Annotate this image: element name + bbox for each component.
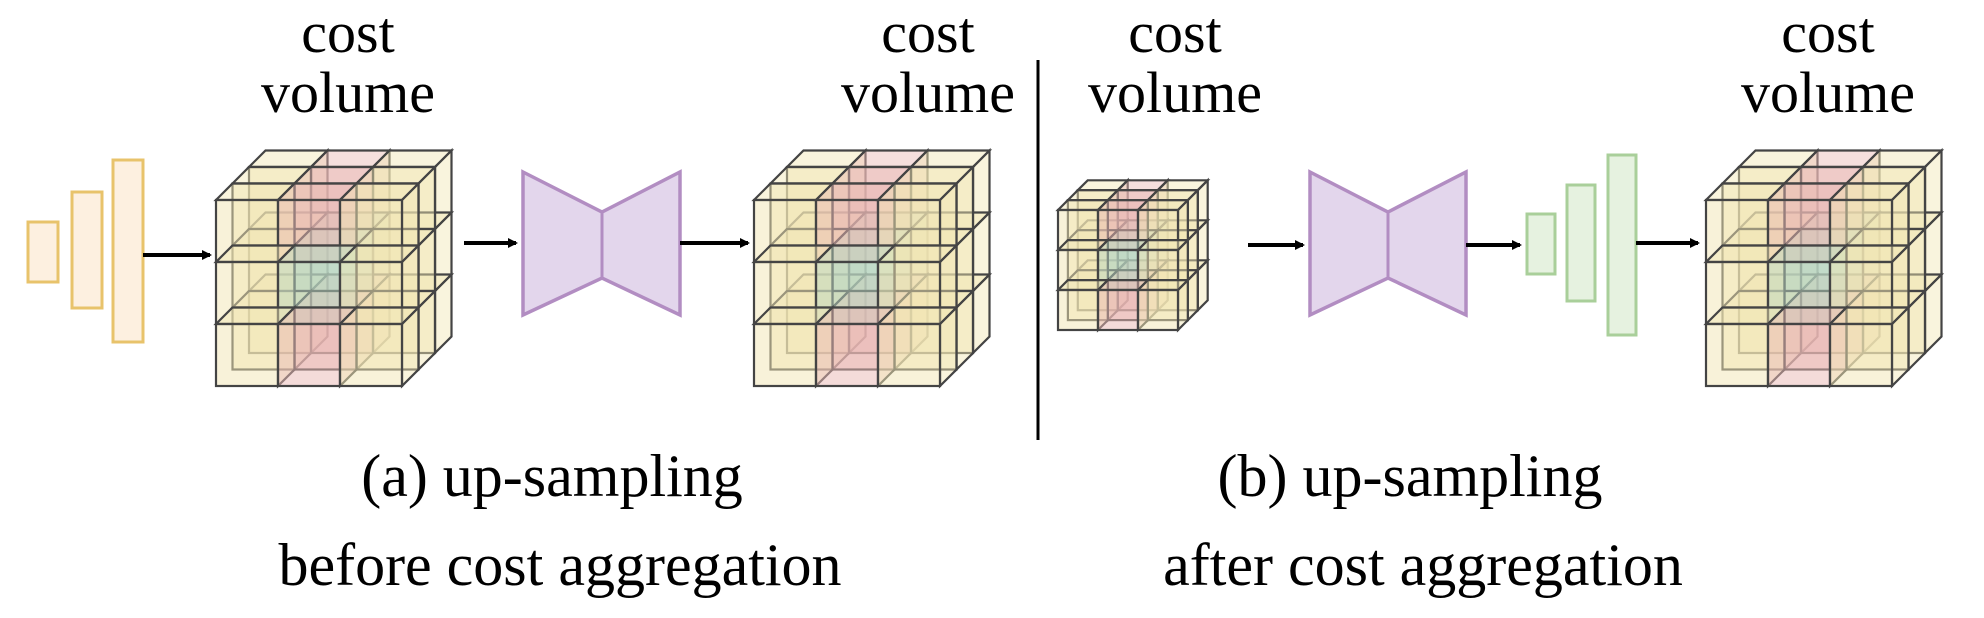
cost-volume-b-out-cell: [1765, 304, 1850, 389]
cost-volume-a-in-label-2: volume: [261, 60, 435, 125]
cost-volume-b-in: [1055, 177, 1211, 333]
cost-volume-b-out-cell: [1827, 304, 1912, 389]
cost-volume-b-in-label-2: volume: [1088, 60, 1262, 125]
cost-volume-b-in-label-1: cost: [1128, 0, 1221, 65]
cost-volume-b-out: [1703, 147, 1945, 389]
cost-volume-a-in-cell: [337, 180, 422, 265]
cost-volume-b-out-label-2: volume: [1741, 60, 1915, 125]
cost-volume-a-out: [751, 147, 993, 389]
cost-volume-a-in: [213, 147, 455, 389]
cost-volume-b-out-cell: [1827, 180, 1912, 265]
cost-volume-b-in-cell: [1135, 237, 1191, 293]
cost-volume-b-in-cell: [1135, 277, 1191, 333]
cost-volume-a-out-label-1: cost: [881, 0, 974, 65]
cost-volume-a-out-label-2: volume: [841, 60, 1015, 125]
cost-volume-b-out-label-1: cost: [1781, 0, 1874, 65]
panel-a: cost volume cost volume (a) up-sampling …: [26, 0, 1015, 598]
caption-b-line-1: (b) up-sampling: [1218, 443, 1603, 509]
caption-a-line-2: before cost aggregation: [278, 532, 841, 598]
cost-volume-a-in-label-1: cost: [301, 0, 394, 65]
feature-extractor-a-icon: [26, 158, 145, 344]
cost-volume-a-in-cell: [337, 304, 422, 389]
cost-volume-b-in-cell: [1135, 197, 1191, 253]
panel-b: cost volume cost volume (b) up-sampling …: [1055, 0, 1945, 598]
caption-a-line-1: (a) up-sampling: [361, 443, 743, 509]
caption-b-line-2: after cost aggregation: [1163, 532, 1683, 598]
cost-volume-a-out-cell: [875, 304, 960, 389]
cost-volume-a-out-cell: [813, 304, 898, 389]
upsampler-b-icon: [1525, 153, 1638, 337]
cost-volume-a-out-cell: [875, 242, 960, 327]
